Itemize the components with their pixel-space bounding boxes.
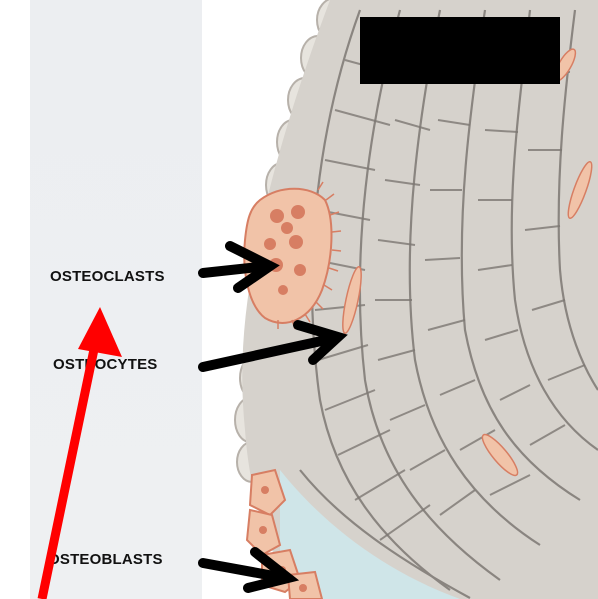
- osteoblasts-label: OSTEOBLASTS: [48, 551, 163, 568]
- osteoclasts-label: OSTEOCLASTS: [50, 268, 165, 285]
- redaction-box: [360, 17, 560, 84]
- osteocytes-label: OSTEOCYTES: [53, 356, 158, 373]
